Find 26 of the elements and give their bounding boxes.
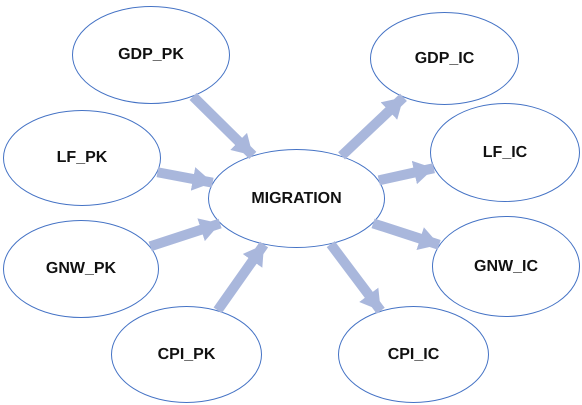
oval-node — [338, 306, 489, 403]
node-label: GNW_IC — [474, 258, 538, 276]
oval-node — [430, 103, 580, 202]
oval-node — [3, 110, 161, 206]
block-arrow — [190, 92, 256, 159]
node-label: LF_PK — [56, 149, 108, 167]
block-arrow — [148, 218, 222, 252]
block-arrow — [372, 218, 441, 250]
node-label: MIGRATION — [251, 190, 342, 208]
oval-node — [370, 12, 519, 105]
block-arrow — [338, 94, 407, 160]
node-label: GDP_PK — [118, 46, 184, 64]
block-arrow — [326, 241, 385, 314]
oval-node — [432, 216, 580, 317]
block-arrow — [378, 160, 435, 186]
node-label: CPI_IC — [388, 346, 440, 364]
block-arrow — [156, 167, 214, 191]
node-label: LF_IC — [482, 144, 528, 162]
node-label: GDP_IC — [414, 50, 474, 68]
oval-node — [72, 6, 230, 104]
oval-node — [3, 220, 159, 318]
node-label: GNW_PK — [46, 260, 116, 278]
node-label: CPI_PK — [158, 346, 216, 364]
oval-node — [208, 149, 385, 248]
block-arrow — [214, 242, 268, 314]
oval-node — [111, 306, 262, 403]
